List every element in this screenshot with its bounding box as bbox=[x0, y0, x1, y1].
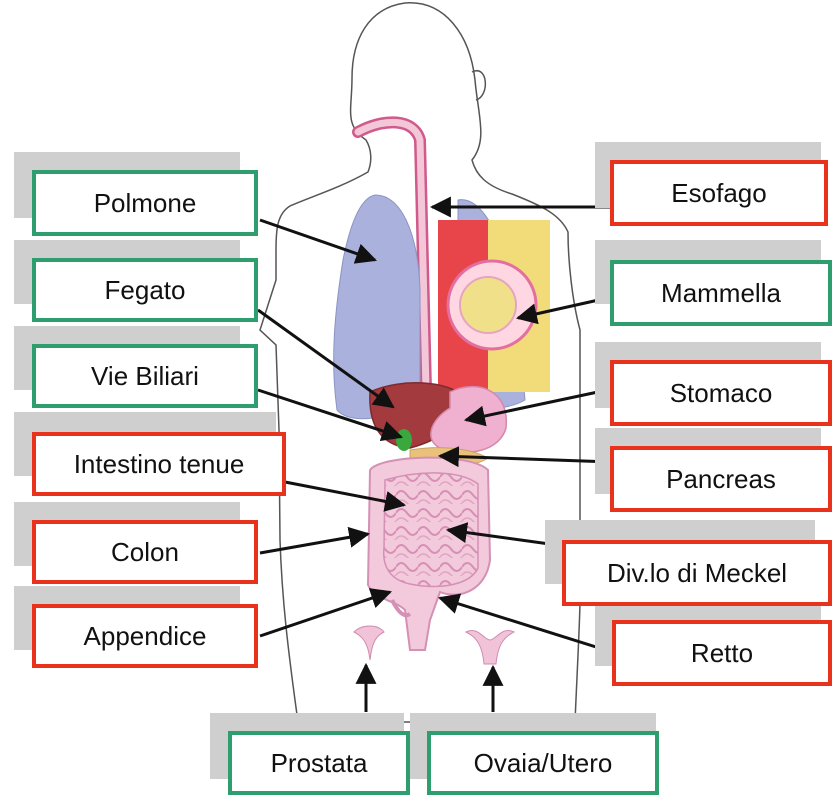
label-esofago-text: Esofago bbox=[671, 178, 766, 209]
gallbladder-shape bbox=[396, 429, 412, 451]
label-intestino-tenue[interactable]: Intestino tenue bbox=[32, 432, 286, 496]
label-meckel[interactable]: Div.lo di Meckel bbox=[562, 540, 832, 606]
label-stomaco-text: Stomaco bbox=[670, 378, 773, 409]
label-prostata-text: Prostata bbox=[271, 748, 368, 779]
label-ovaia-utero-text: Ovaia/Utero bbox=[474, 748, 613, 779]
label-esofago[interactable]: Esofago bbox=[610, 160, 828, 226]
label-retto[interactable]: Retto bbox=[612, 620, 832, 686]
label-appendice-text: Appendice bbox=[84, 621, 207, 652]
label-fegato-text: Fegato bbox=[105, 275, 186, 306]
label-vie-biliari[interactable]: Vie Biliari bbox=[32, 344, 258, 408]
label-meckel-text: Div.lo di Meckel bbox=[607, 558, 787, 589]
label-pancreas-text: Pancreas bbox=[666, 464, 776, 495]
label-pancreas[interactable]: Pancreas bbox=[610, 446, 832, 512]
label-stomaco[interactable]: Stomaco bbox=[610, 360, 832, 426]
label-ovaia-utero[interactable]: Ovaia/Utero bbox=[427, 731, 659, 795]
label-polmone-text: Polmone bbox=[94, 188, 197, 219]
label-vie-biliari-text: Vie Biliari bbox=[91, 361, 199, 392]
label-colon-text: Colon bbox=[111, 537, 179, 568]
label-fegato[interactable]: Fegato bbox=[32, 258, 258, 322]
label-retto-text: Retto bbox=[691, 638, 753, 669]
label-mammella[interactable]: Mammella bbox=[610, 260, 832, 326]
small-intestine-shape bbox=[384, 473, 478, 586]
label-mammella-text: Mammella bbox=[661, 278, 781, 309]
label-appendice[interactable]: Appendice bbox=[32, 604, 258, 668]
label-prostata[interactable]: Prostata bbox=[228, 731, 410, 795]
label-intestino-tenue-text: Intestino tenue bbox=[74, 449, 245, 480]
label-polmone[interactable]: Polmone bbox=[32, 170, 258, 236]
label-colon[interactable]: Colon bbox=[32, 520, 258, 584]
breast-gland-core bbox=[460, 277, 516, 333]
